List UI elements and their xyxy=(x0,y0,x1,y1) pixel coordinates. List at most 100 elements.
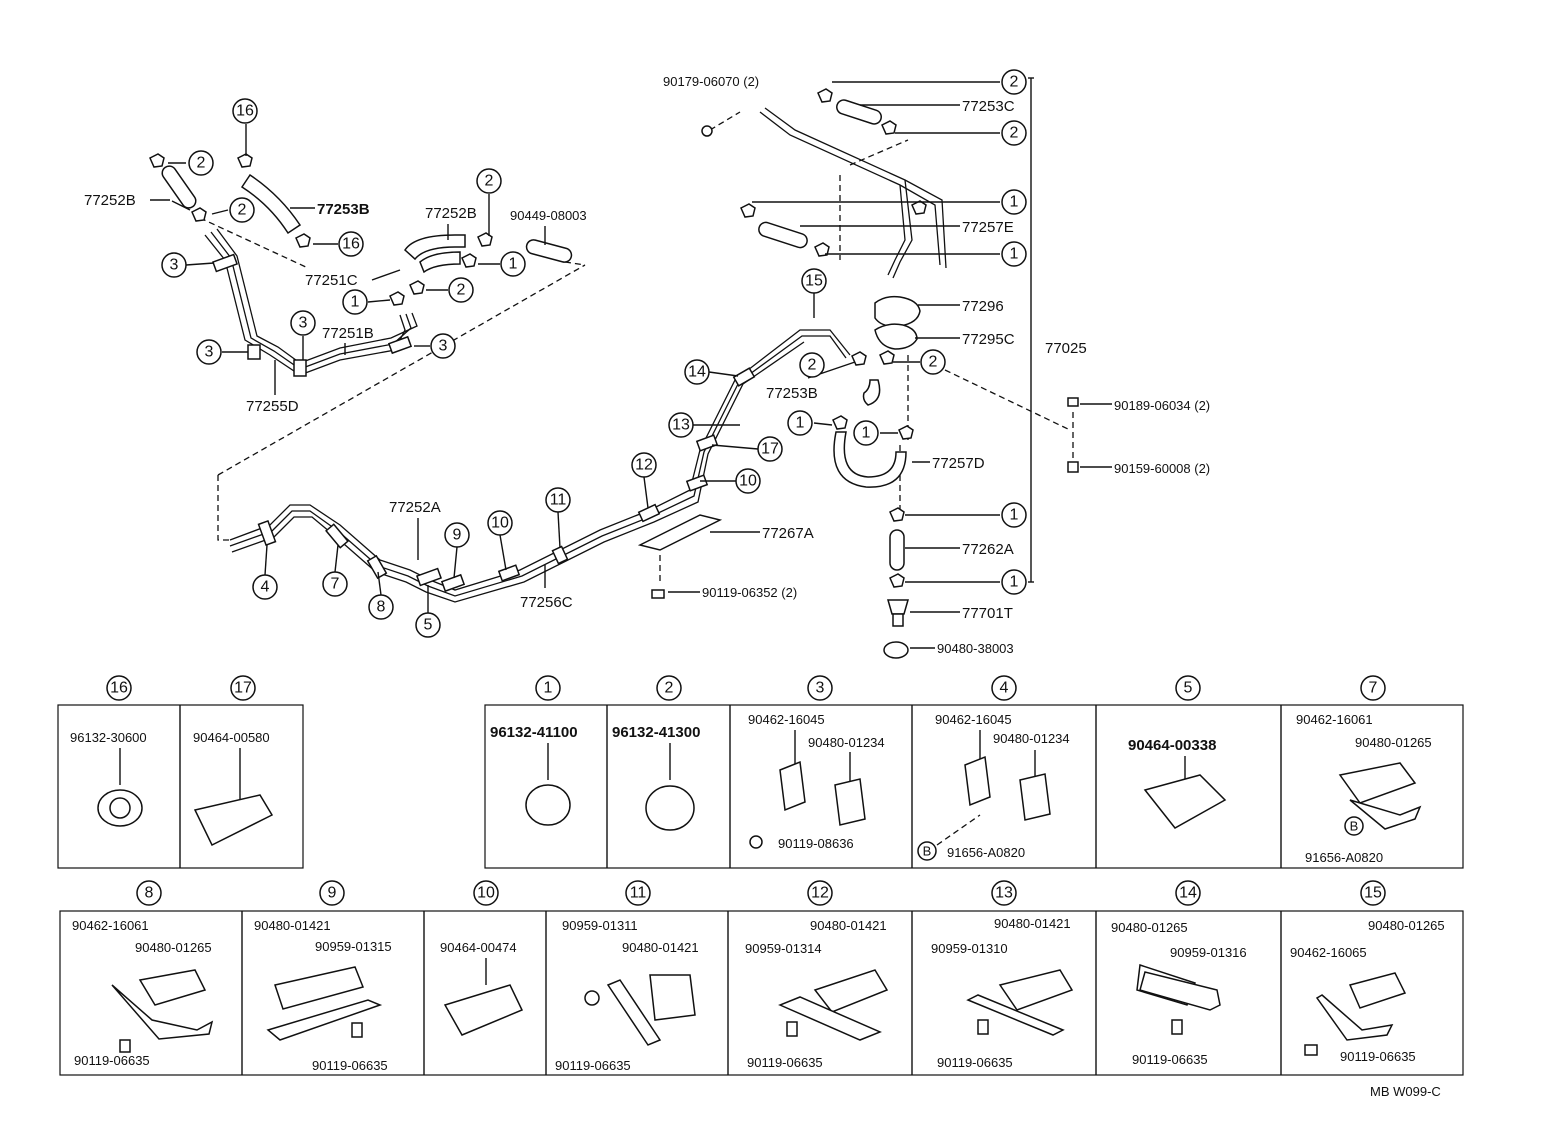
label-77251c: 77251C xyxy=(305,272,358,289)
detail-callout-8: 8 xyxy=(145,885,154,902)
bolt-icon-15 xyxy=(1304,1044,1318,1056)
clamp-icon-4 xyxy=(1019,773,1051,821)
label-77252b-mid: 77252B xyxy=(425,205,477,222)
detail-callout-7: 7 xyxy=(1369,680,1378,697)
bolt-icon-9 xyxy=(351,1022,363,1038)
callout-b-text: B xyxy=(923,844,932,859)
detail-1-part: 96132-41100 xyxy=(490,724,578,741)
clamp-icon-11 xyxy=(649,974,696,1021)
clamp-icon-8 xyxy=(138,969,207,1006)
clip-2-top xyxy=(817,88,833,103)
label-77296: 77296 xyxy=(962,298,1004,315)
hose-77253b-right xyxy=(862,379,881,406)
detail-9-part-b: 90959-01315 xyxy=(315,939,392,954)
detail-4-part-a: 90462-16045 xyxy=(935,712,1012,727)
clamp-3b xyxy=(247,344,261,360)
bracket-icon-3 xyxy=(779,760,806,812)
hose-77253b-left xyxy=(240,173,302,235)
callout-3: 3 xyxy=(205,344,214,361)
detail-8-part-a: 90462-16061 xyxy=(72,918,149,933)
detail-12-part-b: 90959-01314 xyxy=(745,941,822,956)
clip-icon-1 xyxy=(525,784,571,826)
grommet-90480-38003 xyxy=(883,641,909,659)
detail-callout-1: 1 xyxy=(544,680,553,697)
hose-90449 xyxy=(525,239,573,263)
detail-callout-14: 14 xyxy=(1179,885,1197,902)
label-90480-38003: 90480-38003 xyxy=(937,641,1014,656)
detail-8-part-b: 90480-01265 xyxy=(135,940,212,955)
detail-7-part-b: 90480-01265 xyxy=(1355,735,1432,750)
callout-1: 1 xyxy=(1010,507,1019,524)
bracket-77267a xyxy=(637,514,723,551)
detail-13-part-a: 90480-01421 xyxy=(994,916,1071,931)
callout-17: 17 xyxy=(761,441,779,458)
detail-4-part-b: 90480-01234 xyxy=(993,731,1070,746)
label-77262a: 77262A xyxy=(962,541,1014,558)
detail-callout-15: 15 xyxy=(1364,885,1382,902)
clamp-4 xyxy=(257,519,277,547)
callout-1: 1 xyxy=(1010,574,1019,591)
label-77251b: 77251B xyxy=(322,325,374,342)
bracket-icon-14 xyxy=(1139,971,1221,1011)
clamp-10 xyxy=(497,564,521,582)
clip-1-m xyxy=(461,253,477,268)
label-77701t: 77701T xyxy=(962,605,1013,622)
bolt-icon-13 xyxy=(977,1019,989,1035)
clip-2-l1 xyxy=(149,153,165,168)
label-77253c: 77253C xyxy=(962,98,1015,115)
hose-77252b-left xyxy=(161,165,197,209)
clamp-13 xyxy=(695,434,719,452)
clip-1-e xyxy=(898,425,914,440)
hose-77253c xyxy=(836,99,882,125)
clamp-icon-12 xyxy=(813,969,889,1013)
callout-16: 16 xyxy=(342,236,360,253)
callout-2: 2 xyxy=(1010,125,1019,142)
callouts-main: 2 2 1 1 2 1 1 15 2 1 1 14 13 17 10 12 11… xyxy=(161,69,1027,638)
detail-2-part: 96132-41300 xyxy=(612,724,700,741)
label-90449: 90449-08003 xyxy=(510,208,587,223)
clamp-10b xyxy=(685,474,709,492)
callout-15: 15 xyxy=(805,273,823,290)
clip-1-f xyxy=(889,507,905,522)
bracket-icon-15 xyxy=(1315,994,1394,1041)
callout-8: 8 xyxy=(377,599,386,616)
detail-13-part-c: 90119-06635 xyxy=(937,1055,1013,1070)
hose-77257e xyxy=(758,221,808,249)
clamp-icon-3 xyxy=(834,778,866,826)
clip-2-mid xyxy=(881,120,897,135)
label-77253b-right: 77253B xyxy=(766,385,818,402)
bracket-icon-12 xyxy=(778,996,882,1041)
clip-2-m xyxy=(477,232,493,247)
clamp-icon-17 xyxy=(193,794,274,847)
detail-callout-5: 5 xyxy=(1184,680,1193,697)
label-77257e: 77257E xyxy=(962,219,1014,236)
bolt-icon-12 xyxy=(786,1021,798,1037)
callout-2: 2 xyxy=(808,357,817,374)
nut-90159 xyxy=(1067,461,1079,473)
right-assembly xyxy=(701,77,1079,659)
callout-11: 11 xyxy=(550,492,567,509)
clamp-14 xyxy=(732,367,756,387)
detail-16-part: 96132-30600 xyxy=(70,730,147,745)
detail-11-part-b: 90480-01421 xyxy=(622,940,699,955)
detail-callout-12: 12 xyxy=(811,885,829,902)
detail-3-part-a: 90462-16045 xyxy=(748,712,825,727)
clip-16-b xyxy=(295,233,311,248)
detail-box-8-15 xyxy=(59,910,1464,1076)
detail-12-part-c: 90119-06635 xyxy=(747,1055,823,1070)
label-90189: 90189-06034 (2) xyxy=(1114,398,1210,413)
detail-callout-9: 9 xyxy=(328,885,337,902)
callout-1: 1 xyxy=(509,256,518,273)
detail-9-part-c: 90119-06635 xyxy=(312,1058,388,1073)
detail-3-part-b: 90480-01234 xyxy=(808,735,885,750)
hose-77257d xyxy=(833,431,907,488)
detail-11-part-c: 90119-06635 xyxy=(555,1058,631,1073)
label-77255d: 77255D xyxy=(246,398,299,415)
callout-7: 7 xyxy=(331,576,340,593)
callout-9: 9 xyxy=(453,527,462,544)
callout-2: 2 xyxy=(929,354,938,371)
clamp-3c xyxy=(293,359,307,377)
detail-callout-16: 16 xyxy=(110,680,128,697)
detail-4-part-c: 91656-A0820 xyxy=(947,845,1025,860)
clip-1-b xyxy=(814,242,830,257)
